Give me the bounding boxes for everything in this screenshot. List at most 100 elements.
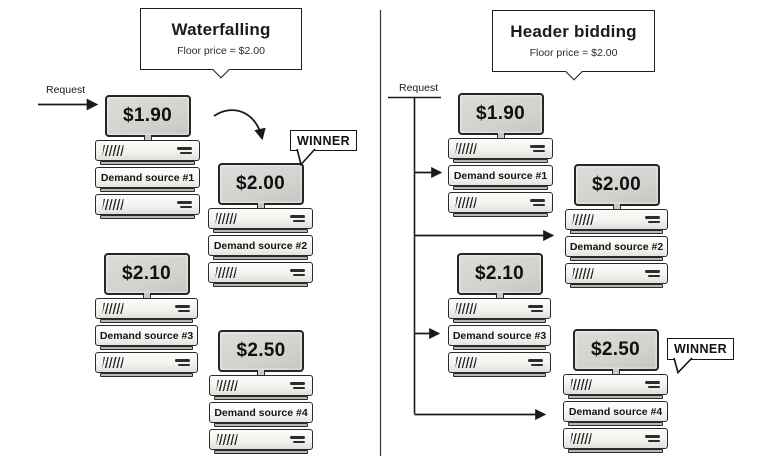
demand-source-group: $2.50 Demand source #4 [563,329,668,455]
bid-price: $2.00 [235,173,286,194]
server-base [214,450,308,454]
server-badge-icon [175,305,190,312]
panel-title: Header bidding [510,22,637,41]
server-base [100,319,193,323]
server-base [213,256,308,260]
vents-icon [216,380,238,391]
server-badge-icon [530,199,545,206]
server-base [213,283,308,287]
server-unit [563,428,668,449]
server-base [214,423,308,427]
vents-icon [572,214,594,225]
bid-price: $1.90 [122,105,173,126]
request-label: Request [399,82,439,94]
vents-icon [455,143,477,154]
server-base [453,346,546,350]
server-badge-icon [290,436,305,443]
demand-source-group: $2.50 Demand source #4 [209,330,313,456]
server-base [570,257,663,261]
server-badge-icon [645,381,660,388]
server-base [570,284,663,288]
server-base [568,449,663,453]
server-base [453,213,548,217]
server-base [453,373,546,377]
vents-icon [570,433,592,444]
bid-price: $2.50 [590,339,641,360]
server-unit: Demand source #4 [209,402,313,423]
demand-source-label: Demand source #2 [213,239,308,252]
vents-icon [102,357,124,368]
bid-price: $1.90 [475,103,526,124]
vents-icon [216,434,238,445]
bid-price: $2.00 [591,174,642,195]
demand-source-label: Demand source #2 [569,240,664,253]
server-unit [448,138,553,159]
server-base [100,373,193,377]
floor-price-label: Floor price = $2.00 [177,45,265,57]
server-base [568,422,663,426]
bid-sign: $2.50 [218,330,304,377]
winner-bubble: WINNER [667,338,734,360]
demand-source-label: Demand source #3 [452,329,547,342]
bid-price: $2.50 [236,340,286,361]
bid-sign: $2.00 [573,164,660,211]
demand-source-label: Demand source #1 [100,171,195,184]
waterfalling-title-box: Waterfalling Floor price = $2.00 [140,8,302,79]
server-unit [448,298,551,319]
server-badge-icon [177,201,192,208]
vents-icon [455,357,477,368]
bid-sign: $2.10 [456,253,543,300]
server-unit [95,140,200,161]
server-base [100,346,193,350]
server-unit: Demand source #2 [565,236,668,257]
vents-icon [570,379,592,390]
vents-icon [215,267,237,278]
demand-source-label: Demand source #4 [214,406,308,419]
server-base [100,215,195,219]
bid-sign: $2.00 [217,163,304,210]
server-badge-icon [175,359,190,366]
server-badge-icon [528,359,543,366]
demand-source-label: Demand source #1 [453,169,548,182]
vents-icon [455,303,477,314]
title-box-pointer [565,63,582,81]
server-badge-icon [645,270,660,277]
header-bidding-title-box: Header bidding Floor price = $2.00 [492,10,655,81]
server-base [568,395,663,399]
vents-icon [102,199,124,210]
vents-icon [572,268,594,279]
server-badge-icon [290,382,305,389]
demand-source-group: $2.00 Demand source #2 [565,164,668,290]
server-base [100,161,195,165]
server-unit: Demand source #3 [448,325,551,346]
server-base [453,159,548,163]
server-badge-icon [290,269,305,276]
server-badge-icon [645,216,660,223]
demand-source-group: $2.00 Demand source #2 [208,163,313,289]
title-box-pointer [212,61,230,79]
server-unit: Demand source #1 [95,167,200,188]
server-badge-icon [528,305,543,312]
vents-icon [215,213,237,224]
server-unit [209,429,313,450]
server-unit: Demand source #3 [95,325,198,346]
bid-sign: $1.90 [104,95,191,142]
waterfall-pass-arrow [213,109,266,141]
server-base [100,188,195,192]
server-unit [95,298,198,319]
server-unit: Demand source #2 [208,235,313,256]
bid-sign: $2.10 [103,253,190,300]
server-unit [209,375,313,396]
server-base [570,230,663,234]
server-base [453,186,548,190]
demand-source-group: $2.10 Demand source #3 [448,253,551,379]
server-unit: Demand source #4 [563,401,668,422]
server-unit [95,352,198,373]
demand-source-label: Demand source #3 [99,329,194,342]
vents-icon [102,303,124,314]
server-base [214,396,308,400]
bid-sign: $1.90 [457,93,544,140]
server-unit [208,208,313,229]
panel-title: Waterfalling [171,20,271,39]
